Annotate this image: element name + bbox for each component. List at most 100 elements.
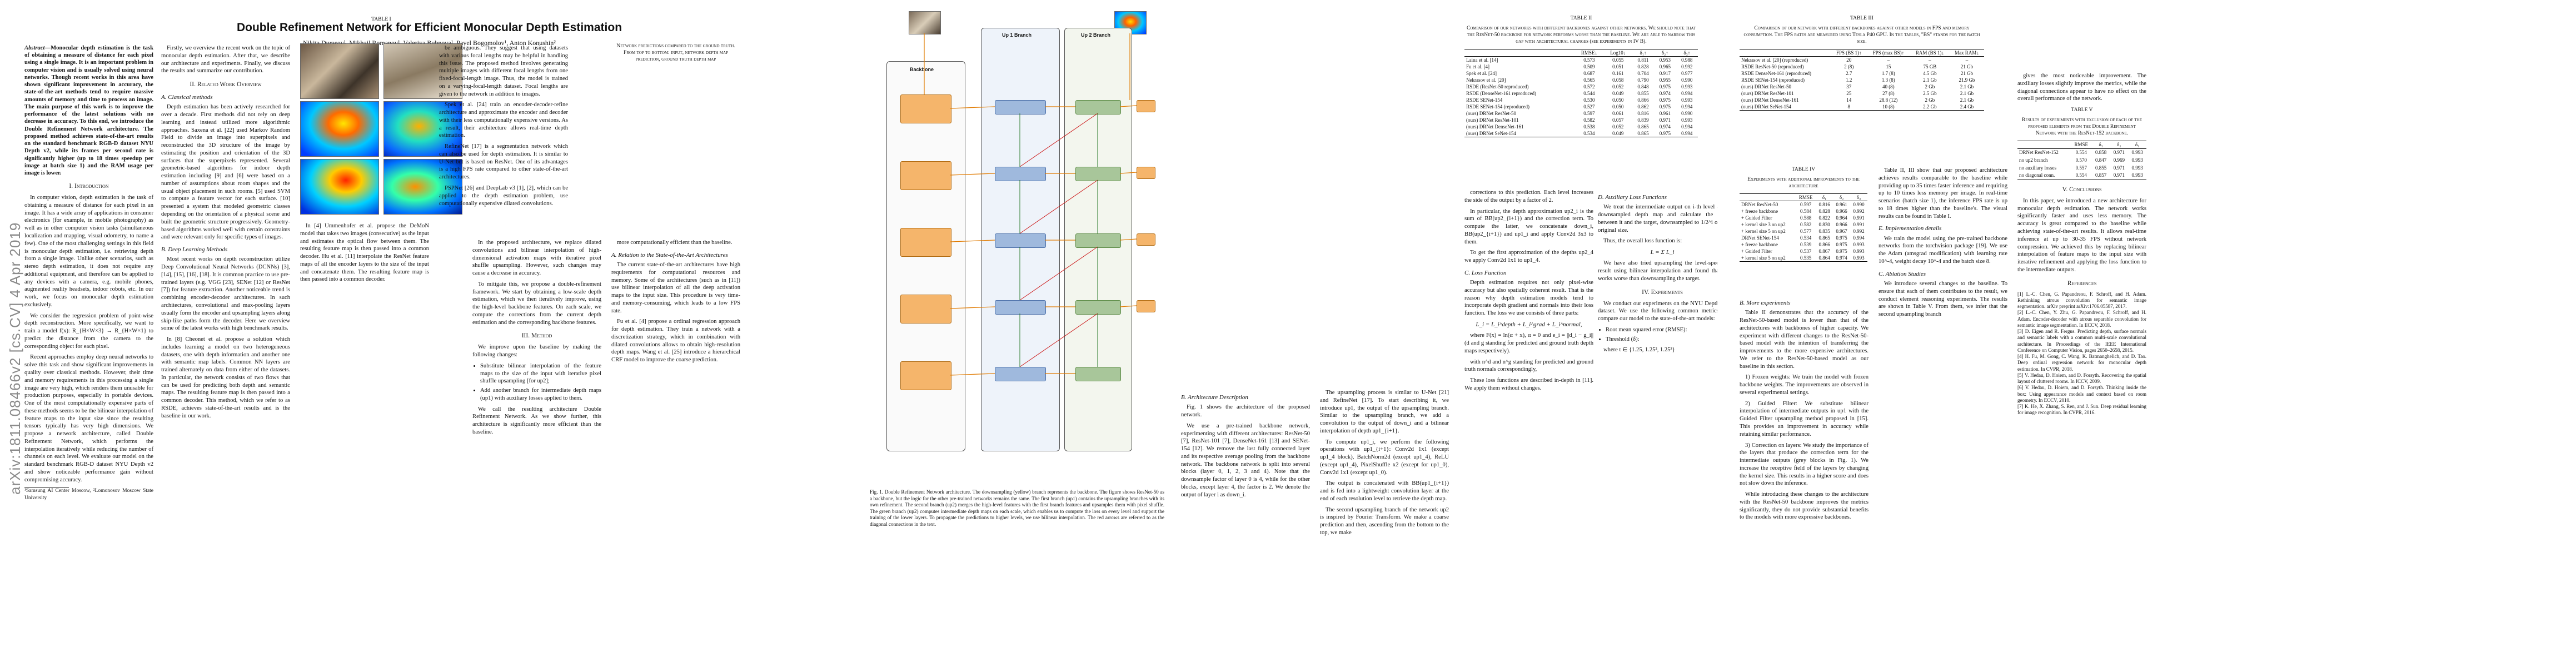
table-cell: 0.993	[1681, 97, 1693, 103]
table-caption: Experiments with additional improvements…	[1747, 176, 1860, 189]
table-caption: Comparison of our network with different…	[1743, 25, 1980, 44]
table-cell: 0.975	[1659, 83, 1671, 89]
paragraph: We train the model using the pre-trained…	[1879, 235, 2007, 265]
paragraph: We use a pre-trained backbone network, e…	[1181, 422, 1310, 498]
table-label: TABLE I	[371, 17, 391, 22]
paragraph: The second upsampling branch of the netw…	[1320, 506, 1449, 536]
table-cell: 0.790	[1637, 77, 1649, 83]
table-cell: 2 Gb	[1925, 83, 1935, 89]
table-cell: 0.990	[1853, 201, 1865, 207]
table-cell: 0.161	[1612, 70, 1624, 76]
table-cell: + kernel size 5 on up2	[1741, 228, 1786, 234]
table-cell: 0.530	[1583, 97, 1595, 103]
table-cell: no auxiliary losses	[2019, 165, 2056, 171]
table-cell: 0.816	[1818, 201, 1830, 207]
section-method: III. Method	[521, 332, 552, 340]
up1-branch-label: Up 1 Branch	[1002, 32, 1032, 38]
section-introduction: I. Introduction	[69, 183, 109, 190]
table-cell: 0.828	[1637, 63, 1649, 69]
architecture-figure: Backbone Up 1 Branch Up 2 Branch	[870, 11, 1159, 484]
table-cell: 0.961	[1836, 201, 1847, 207]
table-cell: 0.867	[1818, 248, 1830, 254]
paragraph: We improve upon the baseline by making t…	[472, 344, 601, 359]
table-cell: 0.527	[1583, 103, 1595, 109]
table-cell: 0.835	[1818, 228, 1830, 234]
table-cell: + Guided Filter	[1741, 248, 1772, 254]
backbone-label: Backbone	[910, 67, 934, 72]
paragraph: We have also tried upsampling the level-…	[1598, 260, 1727, 282]
fps-table: FPS (BS 1)↑FPS (max BS)↑RAM (BS 1)↓Max R…	[1740, 48, 1984, 111]
table-cell: 0.577	[1800, 228, 1812, 234]
table-cell: 0.822	[1818, 215, 1830, 221]
table-label: TABLE V	[2071, 107, 2093, 113]
table-cell: 20	[1846, 57, 1852, 63]
up1-node	[995, 167, 1046, 181]
table-cell: 0.993	[2131, 150, 2143, 156]
table-cell: 0.554	[2070, 172, 2092, 181]
reference-item: [1] L.-C. Chen, G. Papandreou, F. Schrof…	[2017, 291, 2146, 310]
table-cell: 0.848	[1637, 83, 1649, 89]
paragraph: The current state-of-the-art architectur…	[611, 262, 740, 314]
subsection: A. Classical methods	[161, 94, 213, 101]
col-conclusion: gives the most noticeable improvement. T…	[2017, 72, 2146, 416]
paper-page-1: arXiv:1811.08466v2 [cs.CV] 4 Apr 2019 Do…	[0, 0, 859, 667]
paragraph: more computationally efficient than the …	[617, 240, 733, 246]
table-cell: 0.582	[1800, 221, 1812, 227]
bullet-item: Substitute bilinear interpolation of the…	[480, 362, 601, 385]
col-4: more computationally efficient than the …	[611, 239, 740, 367]
table-cell: RSDE (ResNet-50 reproduced)	[1466, 83, 1529, 89]
table-cell: DRNet ResNet-152	[2019, 150, 2059, 156]
table-cell: 0.052	[1612, 83, 1624, 89]
table-cell: 0.704	[1637, 70, 1649, 76]
subsection: C. Ablation Studies	[1879, 270, 1926, 277]
table-cell: 0.977	[1681, 70, 1693, 76]
table-cell: 2.4 Gb	[1949, 103, 1984, 111]
table-cell: 0.534	[1800, 235, 1812, 241]
paper-page-2: Backbone Up 1 Branch Up 2 Branch	[859, 0, 1727, 667]
backbone-layer-3	[900, 295, 951, 323]
paragraph: To mitigate this, we propose a double-re…	[472, 281, 601, 326]
col-arch-2: The upsampling process is similar to U-N…	[1320, 389, 1449, 540]
table-cell: 21 Gb	[1960, 70, 1974, 76]
col-3: In [4] Ummenhofer et al. propose the DeM…	[300, 222, 429, 287]
metric-list: Root mean squared error (RMSE): Threshol…	[1606, 326, 1727, 344]
table-cell: 0.975	[1654, 130, 1676, 137]
paragraph: Fu et al. [4] propose a ordinal regressi…	[611, 318, 740, 364]
table-cell: 0.057	[1612, 117, 1624, 123]
table-cell: 37	[1846, 83, 1852, 89]
col-aux: D. Auxiliary Loss Functions We treat the…	[1598, 189, 1727, 357]
table-cell: 0.565	[1583, 77, 1595, 83]
subsection: E. Implementation details	[1879, 225, 1942, 232]
table-cell: 1.2	[1846, 77, 1852, 83]
table-cell: 0.993	[1853, 248, 1865, 254]
subsection: B. Architecture Description	[1181, 394, 1248, 401]
col-arch-1: B. Architecture Description Fig. 1 shows…	[1181, 389, 1310, 502]
prediction-depth-map	[300, 101, 379, 157]
table-header-cell: δ₁↑	[1632, 48, 1655, 57]
table-cell: 0.969	[2113, 157, 2125, 163]
table-cell: 2.1 Gb	[1960, 83, 1974, 89]
table-cell: no diagonal conn.	[2017, 172, 2071, 181]
table-2: TABLE II Comparison of our networks with…	[1464, 16, 1698, 137]
table-cell: 0.866	[1818, 241, 1830, 247]
up2-node	[1075, 300, 1121, 315]
reference-item: [6] V. Hedau, D. Hoiem, and D. Forsyth. …	[2017, 385, 2146, 403]
bullet-item: Root mean squared error (RMSE):	[1606, 326, 1727, 334]
table-cell: 0.865	[1818, 235, 1830, 241]
table-header-cell: δ₃	[1850, 193, 1867, 201]
paragraph: with n^d and n^g standing for predicted …	[1464, 359, 1593, 373]
paragraph: We conduct our experiments on the NYU De…	[1598, 300, 1727, 322]
section-related-work: II. Related Work Overview	[190, 81, 262, 88]
paragraph: where F(x) = ln(α + x), α = 0 and e_i = …	[1464, 332, 1593, 354]
table-cell: (ours) DRNet ResNet-50	[1741, 83, 1791, 89]
table-cell: RSDE ResNet-50 (reproduced)	[1741, 63, 1804, 69]
subsection: C. Loss Function	[1464, 269, 1507, 276]
table-cell: 0.584	[1800, 208, 1812, 214]
table-cell: (ours) DRNet SeNet-154	[1740, 103, 1831, 111]
table-cell: 0.539	[1800, 241, 1812, 247]
intro-paragraph: Recent approaches employ deep neural net…	[24, 354, 153, 483]
